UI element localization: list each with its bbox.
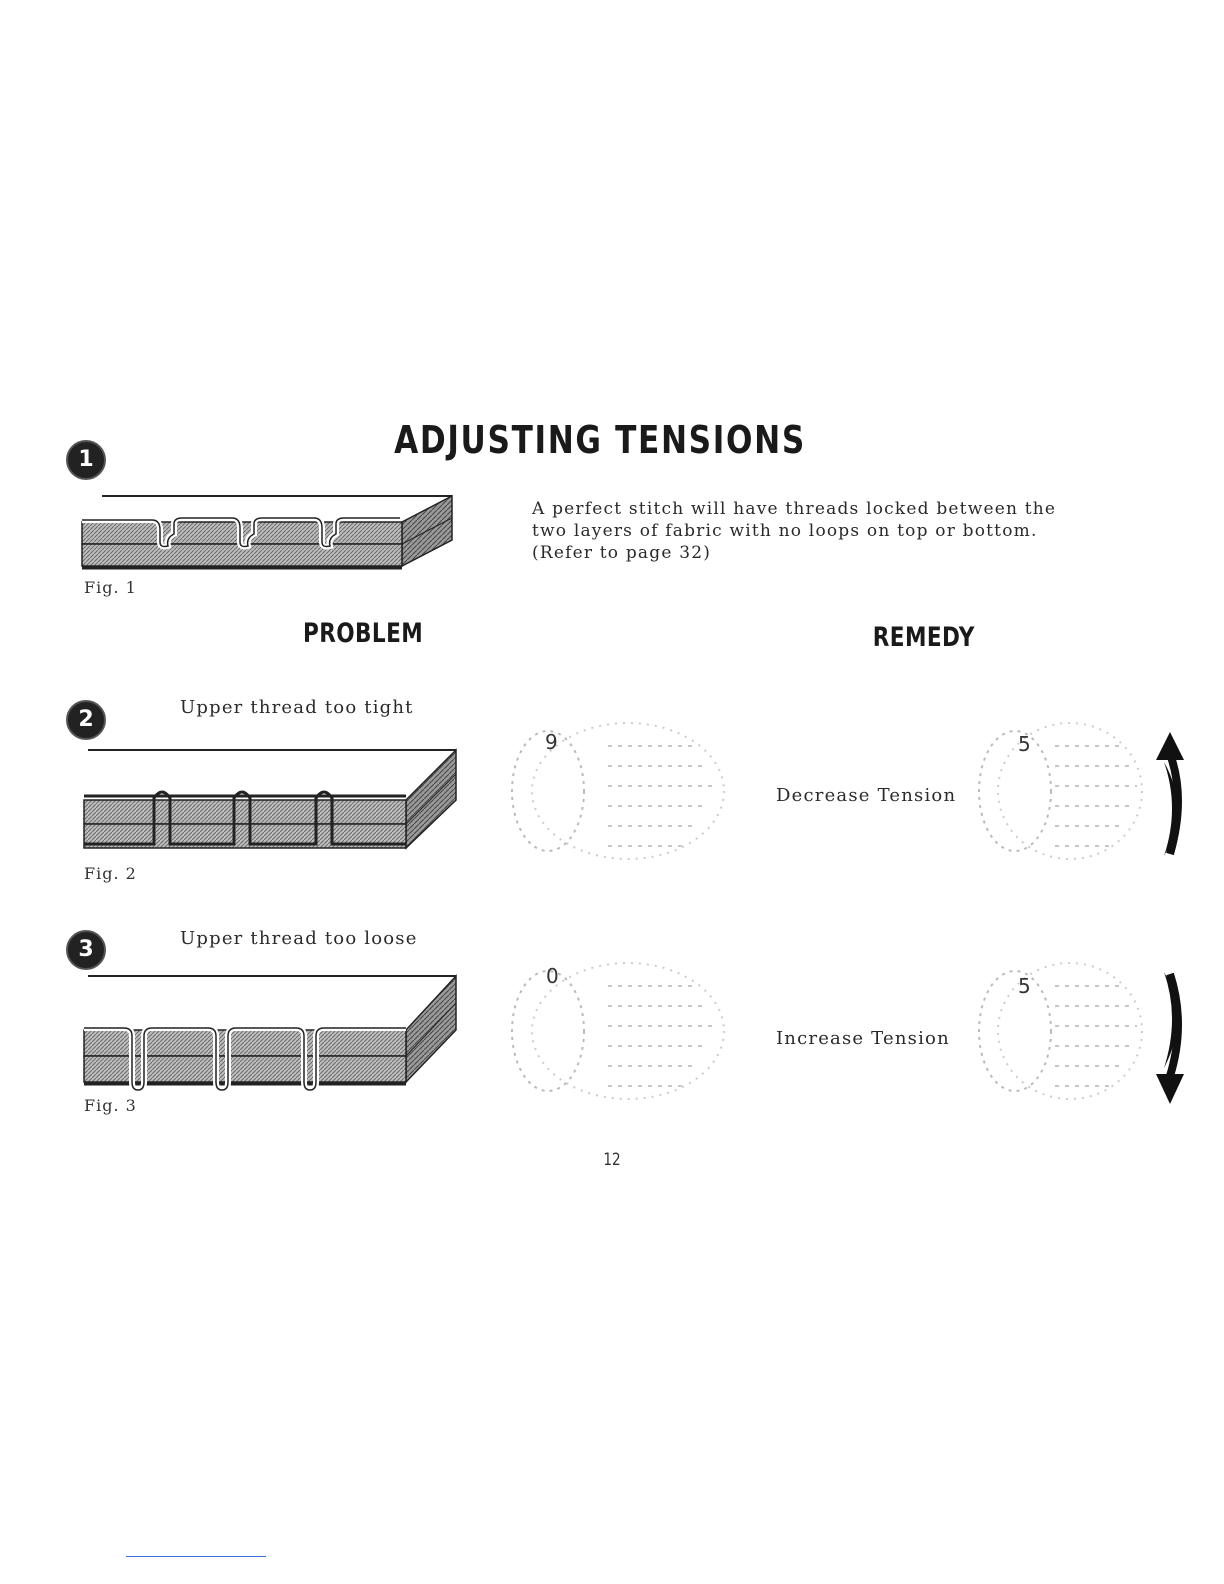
- decrease-tension-label: Decrease Tension: [776, 785, 956, 806]
- clockwise-arrow-icon: [1150, 968, 1196, 1108]
- page-title: ADJUSTING TENSIONS: [108, 418, 1092, 462]
- dial-after-decrease-value: 5: [1018, 732, 1031, 756]
- page-number: 12: [122, 1150, 1101, 1170]
- intro-line-2: two layers of fabric with no loops on to…: [532, 520, 1092, 542]
- fig2-caption: Fig. 2: [84, 864, 137, 883]
- footer-rule: [126, 1556, 266, 1557]
- dial-after-increase: [975, 956, 1145, 1106]
- counterclockwise-arrow-icon: [1150, 728, 1196, 860]
- intro-text: A perfect stitch will have threads locke…: [532, 498, 1092, 564]
- fig2-problem-text: Upper thread too tight: [180, 697, 414, 718]
- fig1-fabric-illustration: [82, 490, 462, 572]
- step-badge-3: 3: [66, 930, 106, 970]
- intro-line-3: (Refer to page 32): [532, 542, 1092, 564]
- problem-heading: PROBLEM: [303, 618, 423, 649]
- remedy-heading: REMEDY: [873, 622, 975, 653]
- step-badge-1: 1: [66, 440, 106, 480]
- fig1-caption: Fig. 1: [84, 578, 137, 597]
- fig3-caption: Fig. 3: [84, 1096, 137, 1115]
- dial-before-increase-value: 0: [546, 964, 559, 988]
- fig3-problem-text: Upper thread too loose: [180, 928, 418, 949]
- dial-before-decrease: [508, 716, 728, 866]
- dial-after-decrease: [975, 716, 1145, 866]
- fig3-fabric-illustration: [84, 970, 464, 1092]
- dial-after-increase-value: 5: [1018, 974, 1031, 998]
- increase-tension-label: Increase Tension: [776, 1028, 950, 1049]
- dial-before-increase: [508, 956, 728, 1106]
- fig2-fabric-illustration: [84, 744, 464, 854]
- dial-before-decrease-value: 9: [545, 730, 558, 754]
- intro-line-1: A perfect stitch will have threads locke…: [532, 498, 1092, 520]
- step-badge-2: 2: [66, 700, 106, 740]
